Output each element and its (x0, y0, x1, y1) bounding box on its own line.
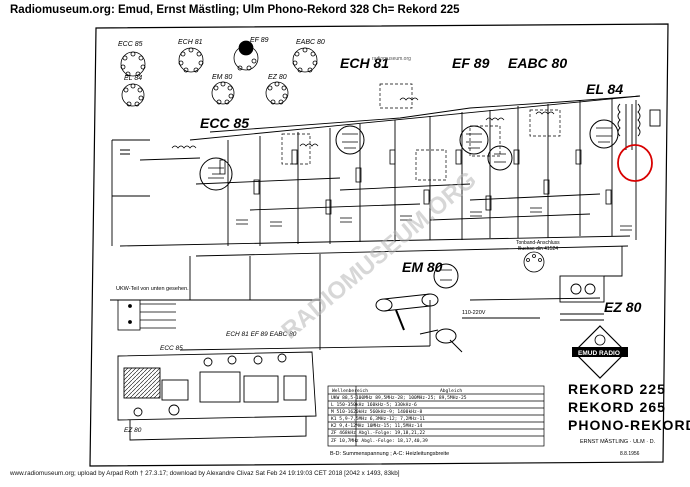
socket-label-ecc85: ECC 85 (118, 41, 143, 48)
band-table-row: L 150-350kHz 160kHz-5; 330kHz-6 (331, 402, 417, 408)
tube-socket-diagrams (120, 40, 318, 107)
sheet-border (89, 23, 669, 467)
band-table-header-right: Abgleich (440, 388, 462, 394)
socket-el84 (121, 83, 145, 107)
socket-label-eabc80: EABC 80 (296, 39, 325, 46)
tube-ecc85-envelope (199, 157, 233, 191)
maker-line: ERNST MÄSTLING · ULM · D. (580, 438, 656, 445)
socket-label-ech81: ECH 81 (178, 39, 203, 46)
model-name-2: REKORD 265 (568, 399, 666, 415)
diagonal-watermark: RADIOMUSEUM.ORG (277, 166, 482, 344)
highlight-mark (617, 144, 653, 182)
page-title: Radiomuseum.org: Emud, Ernst Mästling; U… (10, 4, 460, 16)
tube-eabc80-envelope (487, 145, 513, 171)
logo-text: EMUD RADIO (578, 350, 620, 357)
tube-label-eabc80: EABC 80 (508, 55, 567, 71)
tube-ef89-envelope (459, 125, 489, 155)
if-transformers (281, 83, 561, 181)
tape-socket (523, 251, 545, 273)
tube-label-el84: EL 84 (586, 81, 623, 97)
tube-ech81-envelope (335, 125, 365, 155)
band-table-row: M 510-1620kHz 560kHz-9; 1400kHz-8 (331, 409, 423, 415)
turntable-drawing (375, 293, 463, 353)
component-symbols (171, 97, 632, 231)
socket-ech81 (178, 47, 204, 73)
layout-label-tubes-row: ECH 81 EF 89 EABC 80 (226, 331, 297, 338)
power-section (462, 246, 623, 321)
tube-el84-envelope (589, 119, 619, 149)
socket-label-em80: EM 80 (212, 74, 232, 81)
socket-ez80 (265, 81, 289, 105)
model-name-1: REKORD 225 (568, 381, 666, 397)
layout-label-ez80: EZ 80 (124, 427, 142, 434)
band-table-row: K1 5,9-7,5MHz 6,3MHz-12; 7,2MHz-11 (331, 416, 425, 422)
socket-label-ef89: EF 89 (250, 37, 269, 44)
tube-label-ecc85: ECC 85 (200, 115, 249, 131)
layout-label-ecc85: ECC 85 (160, 345, 183, 352)
tonband-label: Tonband-Anschluss (516, 240, 560, 246)
chassis-layout (117, 351, 317, 441)
tube-label-ef89: EF 89 (452, 55, 490, 71)
socket-label-ez80: EZ 80 (268, 74, 287, 81)
small-watermark: radiomuseum.org (372, 56, 411, 62)
circuit-wiring (110, 95, 641, 351)
socket-em80 (211, 81, 235, 105)
socket-ecc85 (120, 51, 146, 77)
output-transformer (617, 103, 661, 150)
socket-ef89 (233, 40, 259, 71)
ukw-switch (117, 299, 176, 331)
drawing-date: 8.8.1956 (620, 451, 640, 457)
socket-eabc80 (292, 47, 318, 73)
model-name-3: PHONO-REKORD (568, 417, 690, 433)
band-table-row: UKW 88,5-100MHz 89,5MHz-28; 100MHz-25; 8… (331, 395, 467, 401)
ukw-note: UKW-Teil von unten gesehen. (116, 286, 189, 292)
tube-label-ech81: ECH 81 (340, 55, 389, 71)
tube-em80-envelope (433, 263, 459, 289)
socket-label-el84: EL 84 (124, 75, 142, 82)
band-table-row: ZF 10,7MHz Abgl.-Folge: 18,17,40,39 (331, 438, 428, 444)
tube-label-em80: EM 80 (402, 259, 443, 275)
band-table-row: K2 9,4-12MHz 10MHz-15; 11,5MHz-14 (331, 423, 423, 429)
band-table (327, 385, 545, 447)
buchse-label: Buchse din 41524 (518, 246, 558, 252)
emud-logo (572, 325, 628, 379)
band-table-header-left: Wellenbereich (332, 388, 368, 394)
tube-label-ez80: EZ 80 (604, 299, 642, 315)
band-table-legend: B-D: Summenspannung ; A-C: Heizleitungsb… (330, 451, 449, 457)
mains-label: 110-220V (462, 310, 486, 316)
download-footer: www.radiomuseum.org; upload by Arpad Rot… (10, 470, 400, 477)
band-table-row: ZF 468kHz Abgl.-Folge: 19,18,21,22 (331, 430, 425, 436)
